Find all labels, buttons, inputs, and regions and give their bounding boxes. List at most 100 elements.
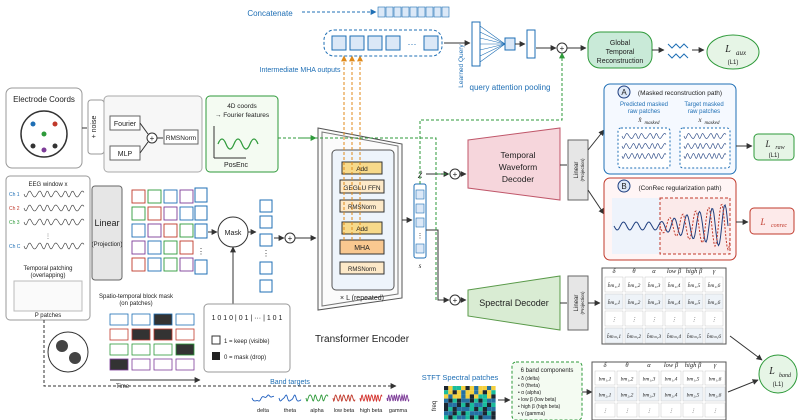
stft-pixel xyxy=(461,411,466,416)
matrix-cell xyxy=(660,386,682,402)
noise-box: + noise xyxy=(87,99,105,155)
mha-output-cell xyxy=(331,35,347,51)
matrix-cell xyxy=(624,293,644,310)
svg-text:query attention pooling: query attention pooling xyxy=(470,83,551,92)
svg-text:Linear: Linear xyxy=(94,218,119,228)
stft-pixel xyxy=(482,407,487,412)
svg-text:Target masked: Target masked xyxy=(684,102,723,108)
matrix-cell xyxy=(704,386,726,402)
zhat-cell xyxy=(415,243,425,254)
svg-text:(ConRec regularization path): (ConRec regularization path) xyxy=(638,185,721,192)
masked-token xyxy=(259,215,273,229)
stft-pixel xyxy=(491,402,496,407)
matrix-cell xyxy=(684,310,704,327)
svg-text:Decoder: Decoder xyxy=(502,174,534,184)
stft-pixel xyxy=(487,407,492,412)
svg-text:(L1): (L1) xyxy=(769,153,780,159)
matrix-cell xyxy=(624,276,644,293)
svg-text:Spectral Decoder: Spectral Decoder xyxy=(479,298,549,308)
matrix-cell xyxy=(704,293,724,310)
concat-cell xyxy=(401,6,410,18)
svg-text:Intermediate MHA outputs: Intermediate MHA outputs xyxy=(260,67,341,74)
stft-pixel xyxy=(469,415,475,420)
matrix-value: ⋮ xyxy=(651,317,657,323)
patch-tile xyxy=(147,189,162,204)
mask-cell xyxy=(153,343,173,356)
band-wave xyxy=(386,393,410,403)
stft-pixel xyxy=(452,411,457,416)
stft-pixel xyxy=(456,390,462,395)
zhat-cell xyxy=(415,203,425,214)
stft-pixel xyxy=(465,386,470,391)
patch-tile xyxy=(147,206,162,221)
svg-text:+: + xyxy=(150,134,155,143)
mask-cell xyxy=(131,328,151,341)
concat-cell xyxy=(441,6,450,18)
temporal-waveform-decoder: Temporal Waveform Decoder Linear (Projec… xyxy=(467,127,589,201)
masked-token xyxy=(259,199,273,213)
band-label: delta xyxy=(257,408,270,414)
svg-text:masked: masked xyxy=(645,121,660,126)
svg-text:GEGLU FFN: GEGLU FFN xyxy=(343,185,381,192)
svg-text:EEG window x: EEG window x xyxy=(28,182,67,188)
eeg-trace xyxy=(23,190,85,198)
electrode-title: Electrode Coords xyxy=(13,95,75,104)
eeg-channel-label: Ch 3 xyxy=(9,220,20,226)
concat-cell xyxy=(393,6,402,18)
matrix-value: b̂mₘ,5 xyxy=(687,333,702,340)
stft-pixel xyxy=(491,390,496,395)
svg-text:B: B xyxy=(621,182,626,191)
panel-b-conrec: B (ConRec regularization path) xyxy=(603,177,737,261)
stft-pixel xyxy=(474,386,479,391)
band-label: low beta xyxy=(334,408,355,414)
svg-text:L: L xyxy=(764,139,770,149)
svg-text:Concatenate: Concatenate xyxy=(247,9,293,18)
mask-cell xyxy=(175,328,195,341)
svg-text:(L1): (L1) xyxy=(728,60,739,66)
svg-text:(Masked reconstruction path): (Masked reconstruction path) xyxy=(638,90,722,97)
loss-conrec: L conrec xyxy=(749,207,795,235)
matrix-cell xyxy=(704,402,726,418)
stft-pixel xyxy=(469,411,475,416)
stft-pixel xyxy=(444,390,449,395)
stft-pixel xyxy=(465,394,470,399)
band-header: high β xyxy=(686,268,703,275)
patch-tile xyxy=(147,257,162,272)
svg-text:(Projection): (Projection) xyxy=(92,242,123,248)
stft-pixel xyxy=(469,407,475,412)
svg-text:6 band components: 6 band components xyxy=(521,368,574,374)
svg-text:Temporal: Temporal xyxy=(501,150,536,160)
stft-pixel xyxy=(456,411,462,416)
svg-text:RMSNorm: RMSNorm xyxy=(348,267,376,273)
svg-text:L: L xyxy=(724,44,731,55)
stft-pixel xyxy=(448,398,453,403)
svg-text:Temporal patching: Temporal patching xyxy=(23,266,72,272)
stft-pixel xyxy=(452,390,457,395)
stft-pixel xyxy=(482,398,487,403)
matrix-value: b̂m₂,5 xyxy=(688,299,701,306)
band-header: α xyxy=(652,268,656,275)
matrix-value: ⋮ xyxy=(646,409,652,415)
zhat-cell xyxy=(415,217,425,228)
svg-text:A: A xyxy=(621,88,627,97)
stft-pixel xyxy=(452,402,457,407)
matrix-value: bm₂,3 xyxy=(643,393,656,399)
stft-pixel xyxy=(491,398,496,403)
svg-text:1 0 1 0 | 0 1 | ··· | 1 0 1: 1 0 1 0 | 0 1 | ··· | 1 0 1 xyxy=(212,315,283,322)
svg-text:freq: freq xyxy=(432,401,438,411)
svg-text:s: s xyxy=(419,262,422,270)
matrix-value: bm₁,1 xyxy=(599,377,612,383)
matrix-value: ⋮ xyxy=(602,409,608,415)
eeg-trace xyxy=(23,204,85,212)
stft-pixel xyxy=(474,398,479,403)
matrix-value: b̂m₁,3 xyxy=(648,282,661,289)
concat-cell xyxy=(425,6,434,18)
svg-text:PosEnc: PosEnc xyxy=(224,162,249,169)
zhat-cell xyxy=(415,189,425,200)
svg-text:Learned Query: Learned Query xyxy=(458,44,465,88)
svg-text:aux: aux xyxy=(736,49,747,57)
loss-raw: L raw (L1) xyxy=(753,133,795,161)
svg-text:L: L xyxy=(759,217,765,227)
matrix-value: b̂mₘ,3 xyxy=(647,333,662,340)
stft-pixel xyxy=(465,411,470,416)
